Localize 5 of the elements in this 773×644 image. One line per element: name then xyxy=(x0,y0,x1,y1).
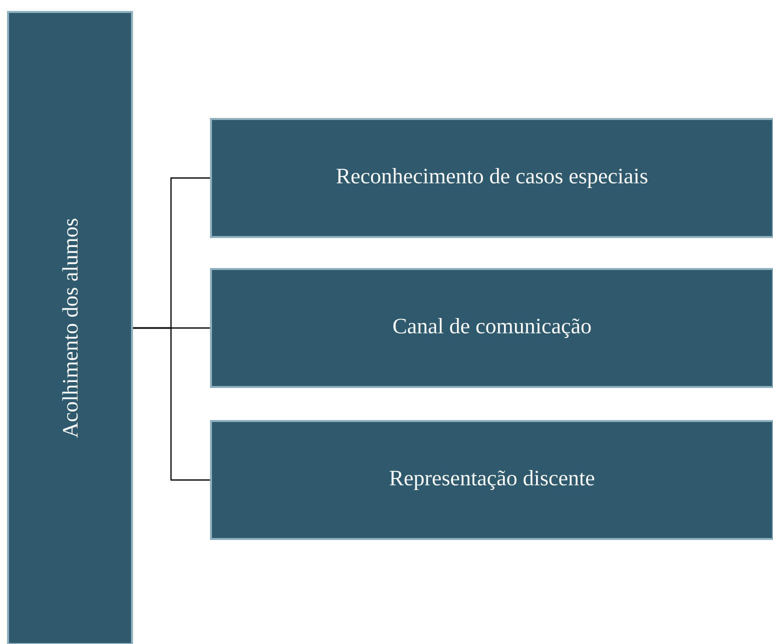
process-box: Reconhecimento de casos especiais xyxy=(210,118,773,238)
connector-line xyxy=(133,327,210,481)
process-box: Acolhimento dos alumos xyxy=(7,10,133,644)
process-box: Canal de comunicação xyxy=(210,268,773,388)
process-box: Representação discente xyxy=(210,420,773,540)
